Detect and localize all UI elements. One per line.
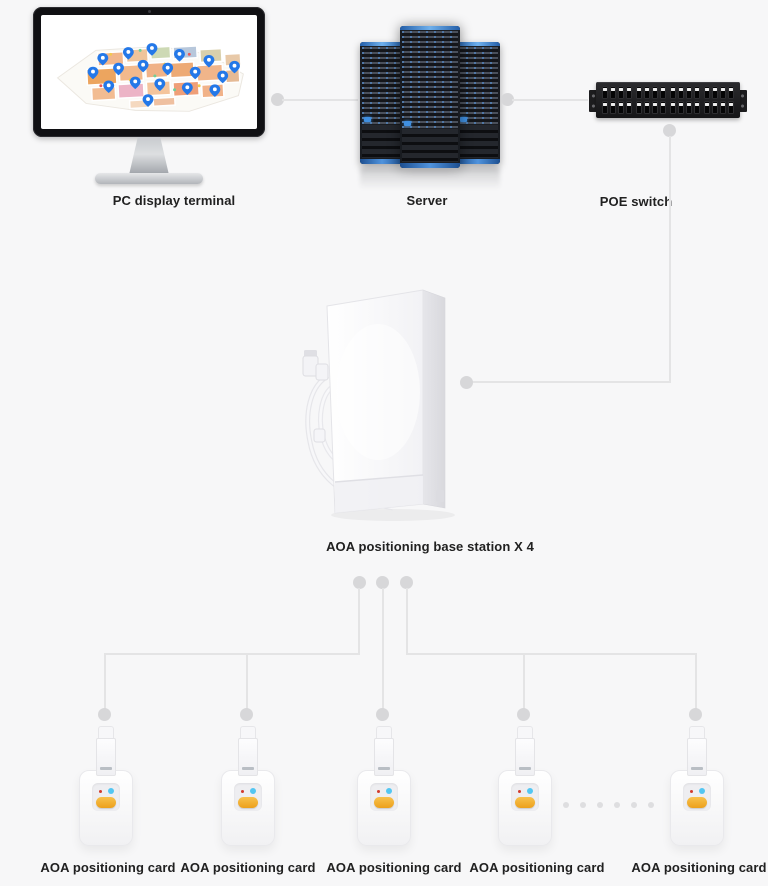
ellipsis-dot — [614, 802, 620, 808]
indoor-map-graphic — [56, 43, 244, 112]
positioning-card-node — [215, 726, 279, 846]
badge-card-icon — [498, 770, 552, 846]
red-led-icon — [690, 790, 693, 793]
poe-switch-node — [589, 82, 747, 122]
connector-line — [523, 653, 525, 715]
positioning-card-label: AOA positioning card — [326, 860, 462, 875]
connector-dot — [460, 376, 473, 389]
red-led-icon — [99, 790, 102, 793]
connector-line — [246, 653, 248, 715]
rack-ear — [738, 90, 747, 112]
badge-card-icon — [79, 770, 133, 846]
webcam-dot — [148, 10, 151, 13]
monitor-stand-neck — [129, 137, 169, 175]
connector-dot — [353, 576, 366, 589]
monitor-icon — [33, 7, 265, 137]
connector-dot — [376, 708, 389, 721]
connector-line — [695, 653, 697, 715]
server-tower-icon — [456, 42, 500, 164]
patch-panel-icon — [596, 82, 740, 118]
positioning-card-node — [664, 726, 728, 846]
call-button — [687, 797, 707, 808]
connector-dot — [240, 708, 253, 721]
server-label: Server — [406, 193, 448, 208]
connector-line — [104, 653, 106, 715]
clip-strap — [515, 738, 535, 776]
blue-led-icon — [527, 788, 533, 794]
clip-strap — [687, 738, 707, 776]
call-button — [374, 797, 394, 808]
connector-line — [104, 653, 360, 655]
pc-terminal-label: PC display terminal — [112, 193, 236, 208]
clip-strap — [374, 738, 394, 776]
blue-led-icon — [699, 788, 705, 794]
led-panel — [683, 783, 711, 811]
connector-line — [358, 588, 360, 655]
positioning-card-node — [73, 726, 137, 846]
connector-dot — [501, 93, 514, 106]
connector-dot — [663, 124, 676, 137]
positioning-card-label: AOA positioning card — [180, 860, 316, 875]
pc-terminal-node — [33, 7, 265, 185]
badge-card-icon — [357, 770, 411, 846]
positioning-card-label: AOA positioning card — [631, 860, 767, 875]
positioning-card-label: AOA positioning card — [40, 860, 176, 875]
connector-line — [512, 99, 588, 101]
connector-dot — [517, 708, 530, 721]
ellipsis-dot — [597, 802, 603, 808]
base-station-label: AOA positioning base station X 4 — [326, 539, 534, 554]
led-panel — [511, 783, 539, 811]
blue-led-icon — [386, 788, 392, 794]
blue-led-icon — [250, 788, 256, 794]
positioning-card-node — [351, 726, 415, 846]
connector-dot — [689, 708, 702, 721]
positioning-card-label: AOA positioning card — [469, 860, 605, 875]
red-led-icon — [518, 790, 521, 793]
blue-led-icon — [108, 788, 114, 794]
connector-line — [282, 99, 358, 101]
connector-line — [382, 588, 384, 715]
call-button — [515, 797, 535, 808]
poe-switch-label: POE switch — [599, 194, 673, 209]
server-tower-icon — [360, 42, 404, 164]
monitor-stand-base — [95, 173, 203, 184]
call-button — [238, 797, 258, 808]
badge-card-icon — [221, 770, 275, 846]
led-panel — [92, 783, 120, 811]
clip-strap — [238, 738, 258, 776]
panel-antenna-icon — [302, 289, 455, 521]
connector-line — [669, 136, 671, 383]
connector-dot — [98, 708, 111, 721]
connector-dot — [400, 576, 413, 589]
clip-strap — [96, 738, 116, 776]
badge-card-icon — [670, 770, 724, 846]
ellipsis-dot — [648, 802, 654, 808]
rack-ear — [589, 90, 598, 112]
ellipsis-dot — [631, 802, 637, 808]
ellipsis-dot — [580, 802, 586, 808]
led-panel — [370, 783, 398, 811]
positioning-card-node — [492, 726, 556, 846]
red-led-icon — [377, 790, 380, 793]
call-button — [96, 797, 116, 808]
connector-line — [406, 653, 697, 655]
connector-line — [467, 381, 671, 383]
connector-dot — [376, 576, 389, 589]
connector-dot — [271, 93, 284, 106]
red-led-icon — [241, 790, 244, 793]
base-station-node — [298, 284, 478, 522]
server-node — [360, 26, 500, 190]
server-tower-icon — [400, 26, 460, 168]
connector-line — [406, 588, 408, 655]
monitor-screen — [41, 15, 257, 129]
server-reflection — [360, 168, 500, 190]
led-panel — [234, 783, 262, 811]
ellipsis-dot — [563, 802, 569, 808]
